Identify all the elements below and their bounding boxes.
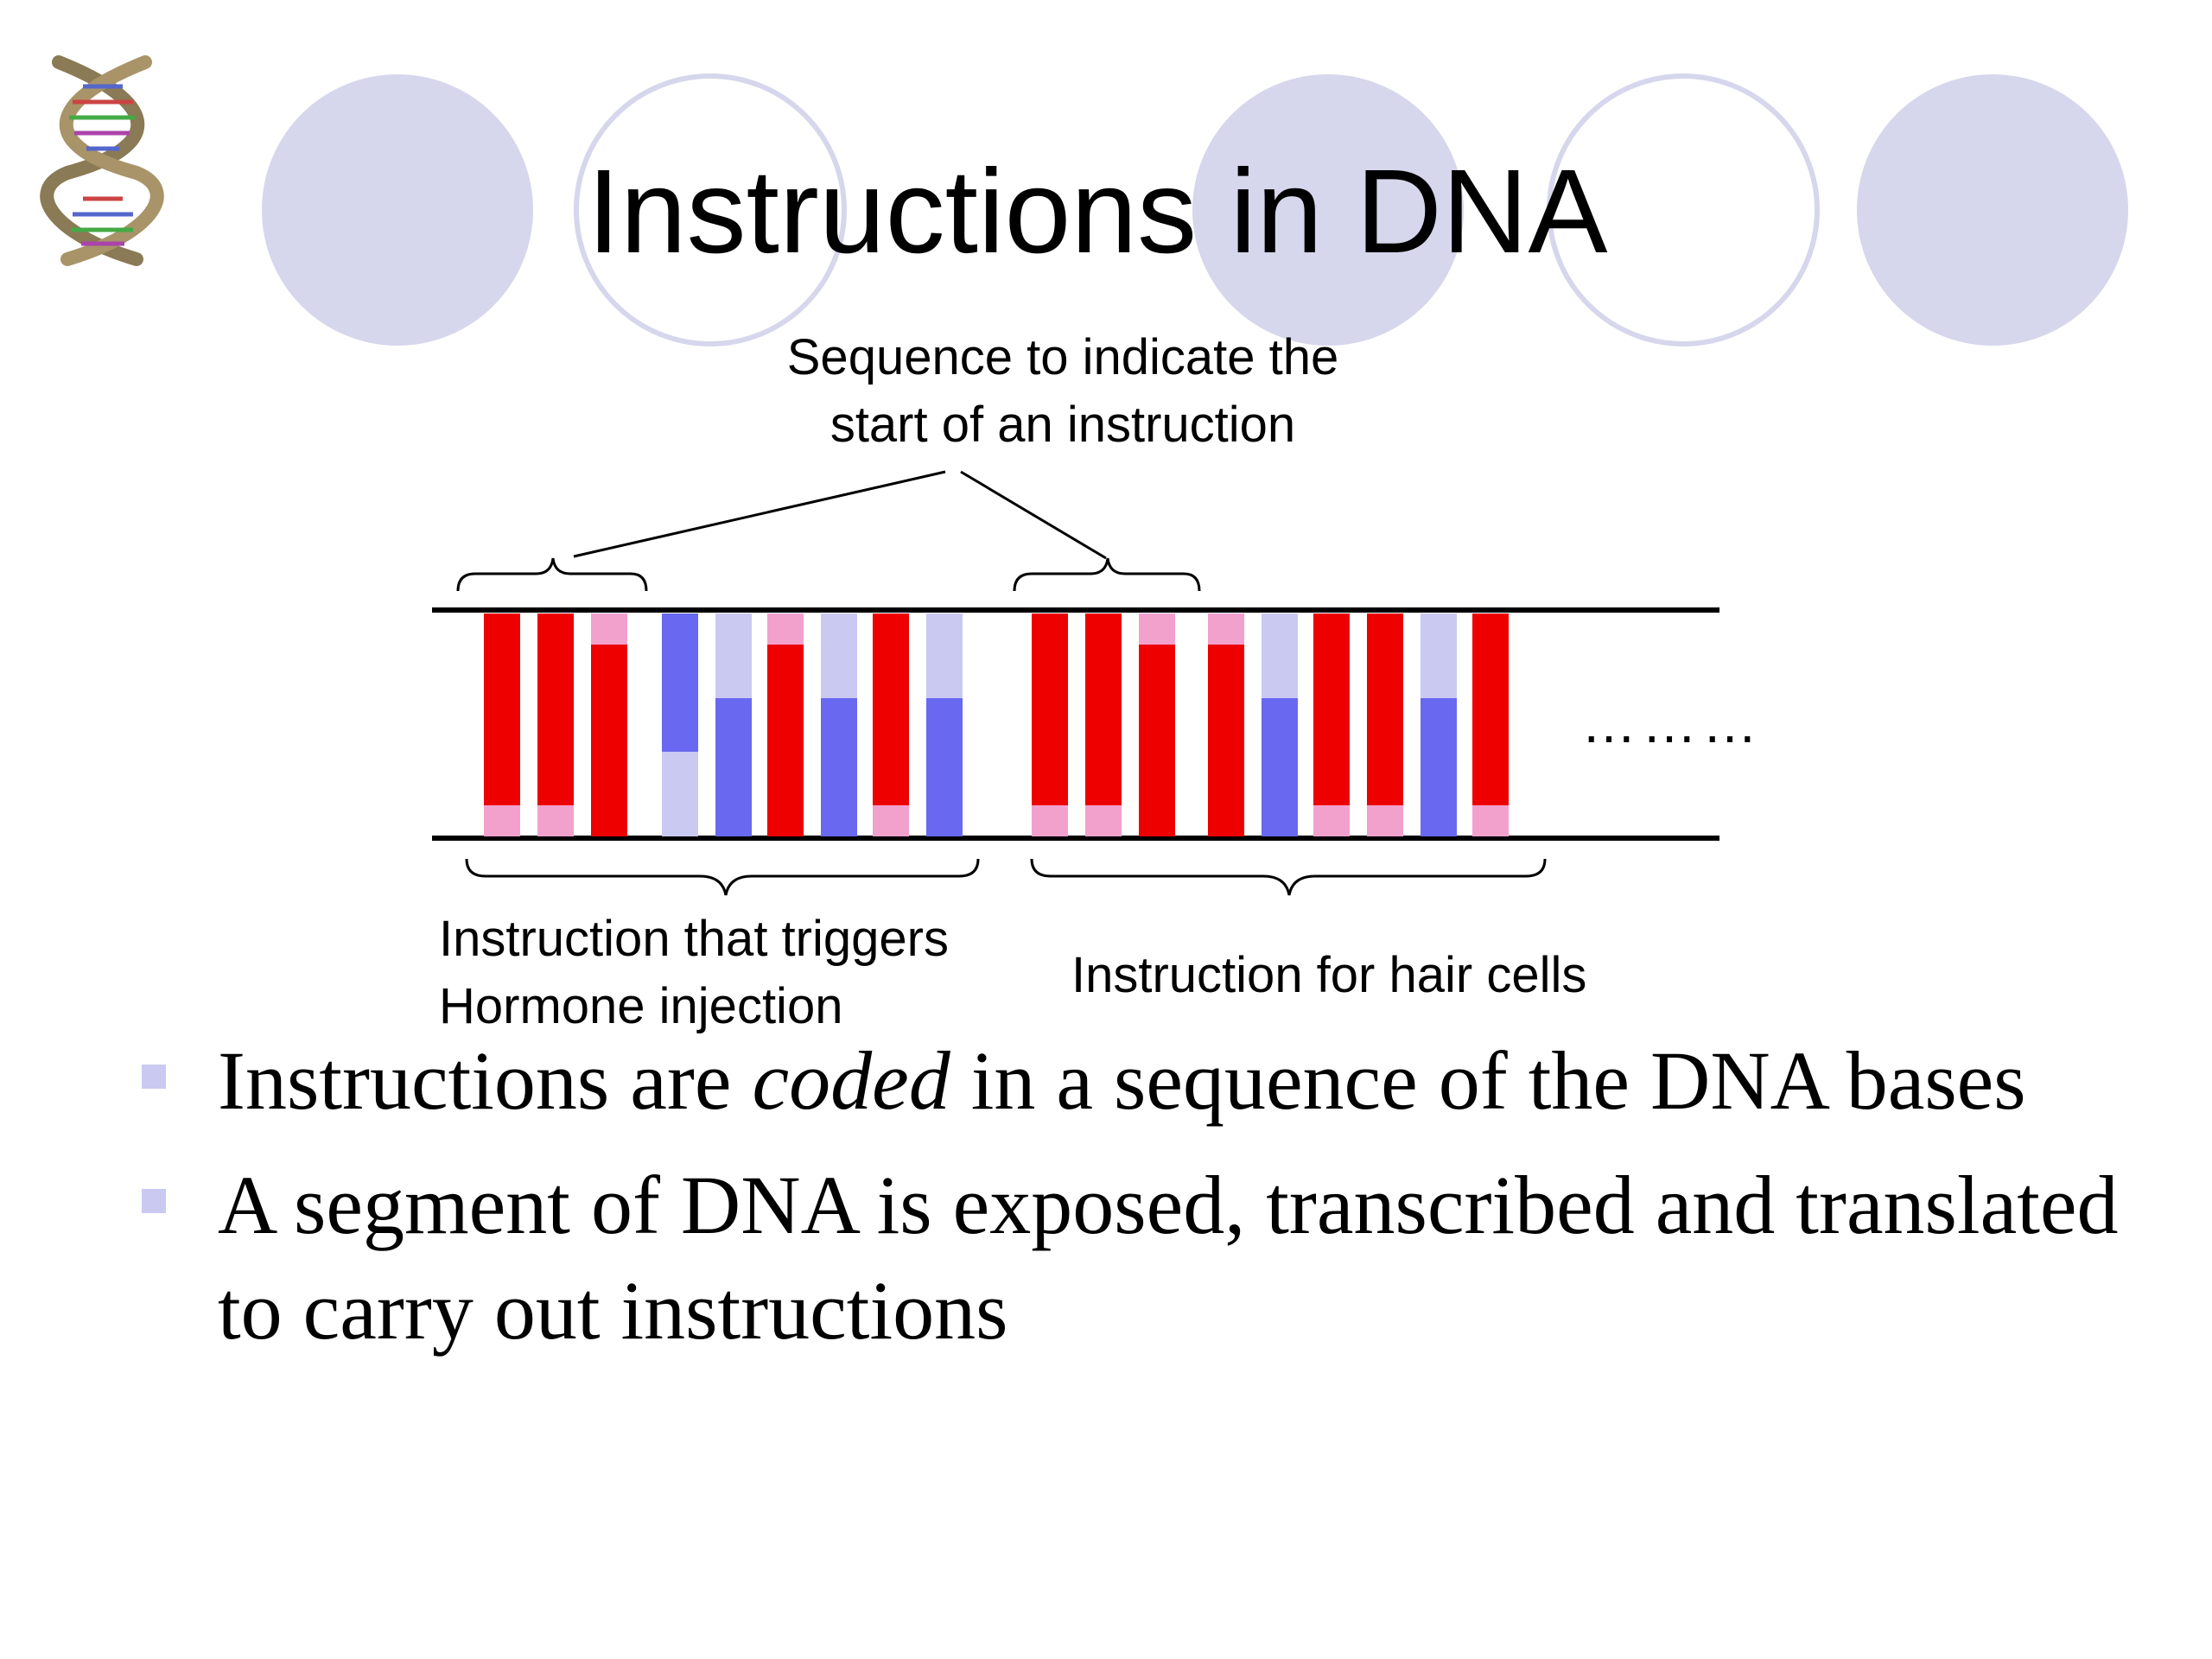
hormone-instruction-brace: [467, 859, 978, 895]
start-brace-1: [458, 558, 646, 591]
hair-instruction-brace: [1032, 859, 1545, 895]
pointer-line: [574, 472, 945, 556]
continuation-dots: ………: [1581, 691, 1763, 755]
base-pair: [821, 613, 857, 698]
base-pairs-hair: [1032, 613, 1509, 836]
base-pair: [662, 613, 698, 752]
start-sequence-label-line2: start of an instruction: [717, 391, 1408, 459]
hormone-label-line1: Instruction that triggers: [439, 906, 949, 973]
base-pair: [1367, 613, 1403, 805]
base-pair: [1421, 613, 1457, 698]
bullet-item: Instructions are coded in a sequence of …: [138, 1028, 2126, 1134]
base-pair: [1085, 613, 1122, 805]
bullet-list: Instructions are coded in a sequence of …: [138, 1028, 2126, 1382]
base-pair: [873, 613, 909, 805]
start-brace-2: [1014, 558, 1199, 591]
pointer-line: [961, 472, 1106, 558]
bullet-text: in a sequence of the DNA bases: [950, 1034, 2026, 1127]
base-pair: [1032, 613, 1068, 805]
hormone-instruction-label: Instruction that triggers Hormone inject…: [439, 906, 949, 1040]
dna-instruction-diagram: [0, 0, 2212, 950]
start-sequence-label-line1: Sequence to indicate the: [717, 324, 1408, 391]
base-pair: [1313, 613, 1350, 805]
base-pair: [715, 613, 752, 698]
base-pair: [1208, 613, 1244, 645]
base-pair: [591, 613, 627, 645]
base-pair: [1139, 613, 1175, 645]
bullet-marker-icon: [142, 1065, 166, 1089]
hair-instruction-label: Instruction for hair cells: [1071, 942, 1586, 1009]
base-pair: [537, 613, 574, 805]
base-pair: [767, 613, 804, 645]
base-pairs-hormone: [484, 613, 963, 836]
bullet-text: Instructions are: [218, 1034, 752, 1127]
base-pair: [926, 613, 963, 698]
bullet-marker-icon: [142, 1189, 166, 1213]
bullet-text: A segment of DNA is exposed, transcribed…: [218, 1159, 2118, 1357]
start-sequence-label: Sequence to indicate the start of an ins…: [717, 324, 1408, 459]
bullet-item: A segment of DNA is exposed, transcribed…: [138, 1153, 2126, 1363]
bullet-italic-text: coded: [752, 1034, 950, 1127]
base-pair: [484, 613, 520, 805]
base-pair: [1472, 613, 1509, 805]
base-pair: [1262, 613, 1298, 698]
